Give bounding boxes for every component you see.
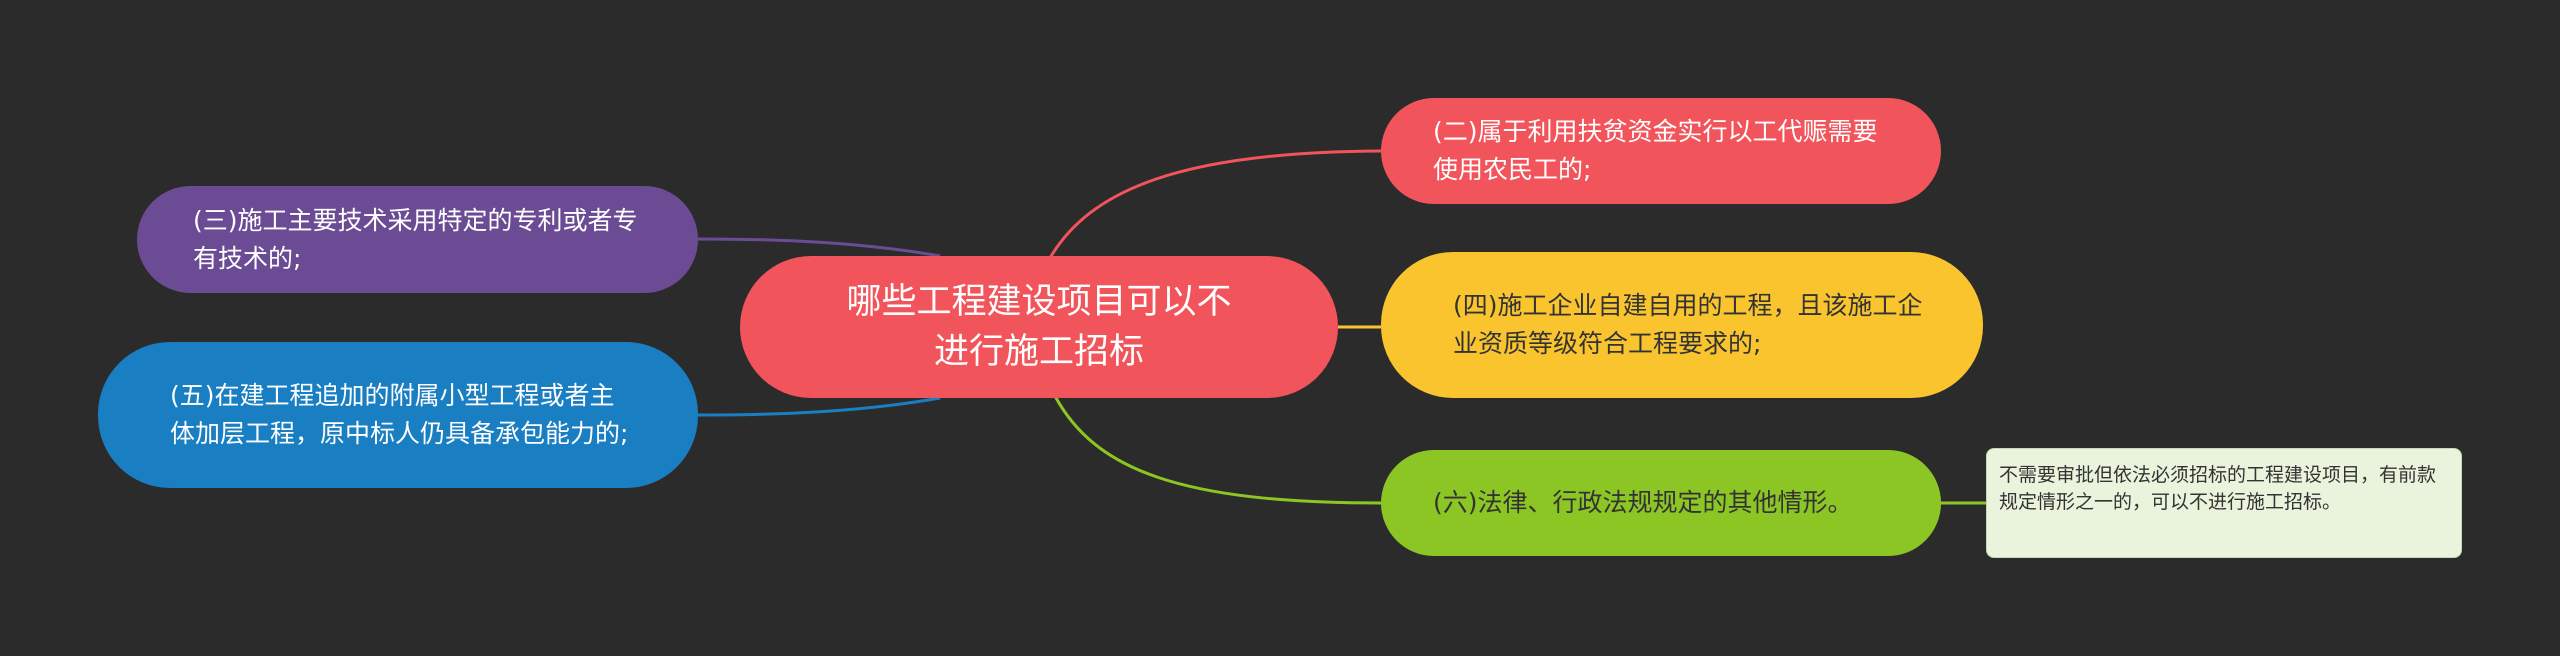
central-topic-label: 哪些工程建设项目可以不进行施工招标 bbox=[846, 282, 1232, 372]
branch-node-2[interactable]: (二)属于利用扶贫资金实行以工代赈需要使用农民工的; bbox=[1381, 98, 1941, 204]
central-topic[interactable]: 哪些工程建设项目可以不进行施工招标 bbox=[740, 256, 1338, 398]
branch-node-2-label: (二)属于利用扶贫资金实行以工代赈需要使用农民工的; bbox=[1433, 117, 1878, 184]
note-box-label: 不需要审批但依法必须招标的工程建设项目，有前款规定情形之一的，可以不进行施工招标… bbox=[1999, 464, 2437, 513]
connector-center-to-n3 bbox=[697, 237, 941, 258]
note-box[interactable]: 不需要审批但依法必须招标的工程建设项目，有前款规定情形之一的，可以不进行施工招标… bbox=[1986, 448, 2462, 558]
branch-node-4-label: (四)施工企业自建自用的工程，且该施工企业资质等级符合工程要求的; bbox=[1453, 291, 1923, 358]
connector-center-to-n2 bbox=[1048, 149, 1382, 259]
branch-node-3-label: (三)施工主要技术采用特定的专利或者专有技术的; bbox=[193, 205, 638, 273]
branch-node-4[interactable]: (四)施工企业自建自用的工程，且该施工企业资质等级符合工程要求的; bbox=[1381, 252, 1983, 398]
connector-center-to-n5 bbox=[697, 396, 941, 417]
branch-node-6[interactable]: (六)法律、行政法规规定的其他情形。 bbox=[1381, 450, 1941, 556]
branch-node-5[interactable]: (五)在建工程追加的附属小型工程或者主体加层工程，原中标人仍具备承包能力的; bbox=[98, 342, 698, 488]
branch-node-5-label: (五)在建工程追加的附属小型工程或者主体加层工程，原中标人仍具备承包能力的; bbox=[170, 381, 629, 448]
connector-center-to-n6 bbox=[1053, 395, 1382, 505]
branch-node-6-label: (六)法律、行政法规规定的其他情形。 bbox=[1433, 488, 1853, 517]
branch-node-3[interactable]: (三)施工主要技术采用特定的专利或者专有技术的; bbox=[137, 186, 698, 293]
